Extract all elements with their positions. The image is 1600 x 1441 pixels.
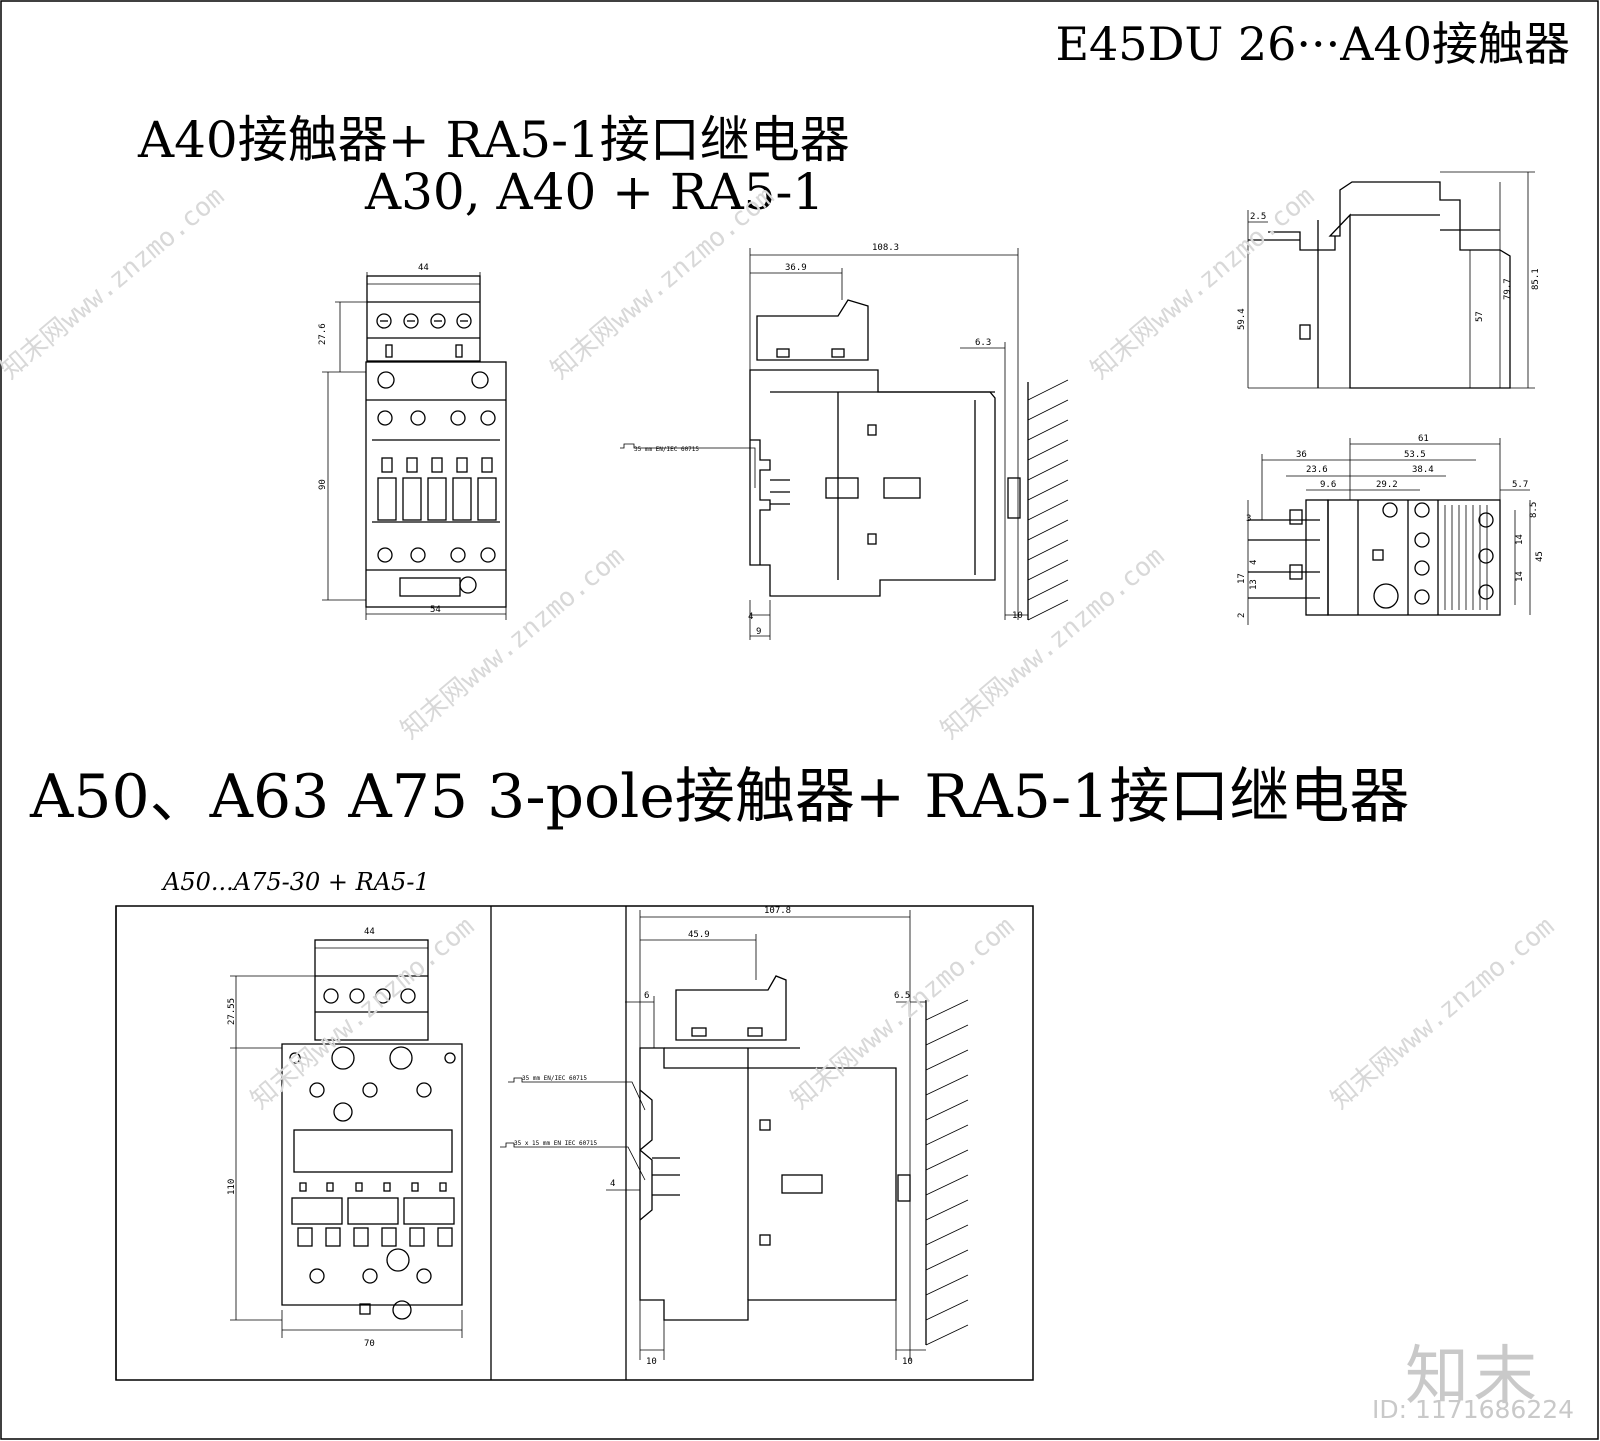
section1-title: A40接触器+ RA5-1接口继电器: [138, 111, 850, 169]
watermark-diag-2: 知末网www.znzmo.com: [545, 181, 780, 385]
dim-side-overall: 108.3: [872, 243, 899, 253]
mounting-wall-hatch-2: [925, 999, 969, 1346]
top-terminal-screws: [377, 371, 496, 594]
dim2-left-small: 4: [610, 1179, 615, 1189]
dim-side-depth: 36.9: [785, 263, 807, 273]
dim-side-bottom-left: 4: [748, 612, 753, 622]
dim-side-bottom-right: 10: [1012, 611, 1023, 621]
watermark-diag-3: 知末网www.znzmo.com: [1085, 181, 1320, 385]
dim2-left-offset: 6: [644, 991, 649, 1001]
section2-title: A50、A63 A75 3-pole接触器+ RA5-1接口继电器: [30, 762, 1410, 832]
dim-w29-2: 29.2: [1376, 480, 1398, 490]
dim-w23-6: 23.6: [1306, 465, 1328, 475]
dim-w38-4: 38.4: [1412, 465, 1434, 475]
dim-front-top-height: 27.6: [318, 323, 328, 345]
section1-subtitle: A30, A40 + RA5-1: [365, 163, 825, 221]
section2-caption: A50...A75-30 + RA5-1: [163, 868, 430, 896]
dim2-side-overall: 107.8: [764, 906, 791, 916]
dim-h2: 2: [1237, 613, 1247, 618]
dim-h13: 13: [1249, 579, 1259, 590]
dim-h8-5: 8.5: [1529, 502, 1539, 518]
watermark-diag-7: 知末网www.znzmo.com: [785, 911, 1020, 1115]
dim-w5-7: 5.7: [1512, 480, 1528, 490]
relay-terminal-screws: [376, 313, 472, 329]
dim2-bottom-right: 10: [902, 1357, 913, 1367]
rail1-label: 35 mm EN/IEC 60715: [522, 1075, 587, 1082]
rail-label-top: 35 mm EN/IEC 60715: [634, 446, 699, 453]
dim-detail-d4: 79.7: [1503, 278, 1513, 300]
dim-detail-d1: 2.5: [1250, 212, 1266, 222]
dim-detail-d3: 57: [1475, 311, 1485, 322]
dim2-side-depth: 45.9: [688, 930, 710, 940]
dim2-front-top-height: 27.55: [227, 998, 237, 1025]
dim-side-rail-offset: 6.3: [975, 338, 991, 348]
dim-w9-6: 9.6: [1320, 480, 1336, 490]
detail-lower-front: [1247, 438, 1531, 625]
watermark-diag-5: 知末网www.znzmo.com: [935, 541, 1170, 745]
dim2-right-offset: 6.5: [894, 991, 910, 1001]
watermark-diag-1: 知末网www.znzmo.com: [0, 181, 230, 385]
dim2-front-bottom-width: 70: [364, 1339, 375, 1349]
dim2-front-width: 44: [364, 927, 375, 937]
front-view-a40: [322, 272, 507, 620]
contact-windows: [377, 457, 497, 521]
front-view-a75: [230, 939, 463, 1338]
watermark-id: ID: 1171686224: [1372, 1395, 1575, 1424]
watermark-brand: 知末: [1405, 1340, 1541, 1414]
mounting-wall-hatch: [1027, 379, 1069, 621]
dim-h14b: 14: [1515, 571, 1525, 582]
dim-h14a: 14: [1515, 534, 1525, 545]
diagonal-watermarks: 知末网www.znzmo.com 知末网www.znzmo.com 知末网www…: [0, 181, 1560, 1115]
dim-h45: 45: [1535, 551, 1545, 562]
dim-w36: 36: [1296, 450, 1307, 460]
dimension-labels: 44 27.6 90 54 108.3 36.9 6.3 35 mm EN/IE…: [227, 212, 1545, 1367]
dim-detail-d5: 85.1: [1531, 268, 1541, 290]
dim-front-height: 90: [318, 479, 328, 490]
watermark-diag-8: 知末网www.znzmo.com: [1325, 911, 1560, 1115]
terminal-comb: [1444, 505, 1488, 610]
dim-h17: 17: [1237, 573, 1247, 584]
dim-h4: 4: [1249, 560, 1259, 565]
dim-front-bottom-width: 54: [430, 605, 441, 615]
dim-h3: 3: [1246, 514, 1251, 524]
dim-side-bottom-base: 9: [756, 627, 761, 637]
sheet-title: E45DU 26···A40接触器: [1055, 17, 1570, 71]
watermark-diag-6: 知末网www.znzmo.com: [245, 911, 480, 1115]
section2-frames: [115, 905, 1034, 1381]
dim-front-width: 44: [418, 263, 429, 273]
rail2-label: 35 x 15 mm EN IEC 60715: [514, 1140, 597, 1147]
side-view-a40: [620, 248, 1069, 640]
watermark-diag-4: 知末网www.znzmo.com: [395, 541, 630, 745]
dim2-front-height: 110: [227, 1179, 237, 1195]
dim2-bottom-left: 10: [646, 1357, 657, 1367]
dim-detail-d2: 59.4: [1237, 308, 1247, 330]
side-view-a75: [500, 910, 969, 1360]
dim-w53-5: 53.5: [1404, 450, 1426, 460]
detail-upper-side: [1247, 171, 1535, 389]
dim-w61: 61: [1418, 434, 1429, 444]
